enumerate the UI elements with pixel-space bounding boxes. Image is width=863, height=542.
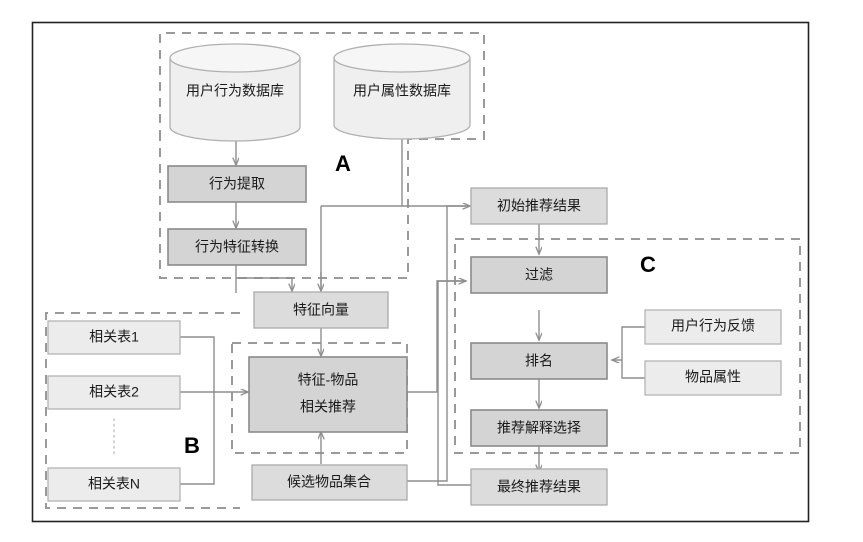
group-c-label: C	[640, 252, 656, 277]
node-user-behavior-feedback-label: 用户行为反馈	[671, 318, 755, 334]
group-b-label: B	[184, 433, 200, 458]
node-related-table-1[interactable]: 相关表1	[47, 320, 181, 355]
node-user-behavior-db[interactable]: 用户行为数据库	[169, 43, 301, 142]
node-feature-vector-label: 特征向量	[293, 302, 349, 318]
node-initial-recommend-result[interactable]: 初始推荐结果	[470, 187, 608, 225]
node-user-profile-db[interactable]: 用户属性数据库	[333, 43, 471, 140]
connector-db2-trunk	[401, 138, 470, 206]
node-feature-item-recommend-label-line2: 相关推荐	[300, 399, 356, 415]
connector-tablen	[180, 392, 215, 485]
group-b-boundary	[45, 312, 240, 509]
group-a-boundary	[159, 32, 485, 279]
node-filter-label: 过滤	[525, 267, 553, 283]
connector-transform-bus-to-vector	[236, 277, 292, 291]
node-user-profile-db-label: 用户属性数据库	[353, 83, 451, 99]
node-filter[interactable]: 过滤	[470, 256, 608, 294]
node-related-table-n-label: 相关表N	[88, 476, 140, 492]
node-item-attribute[interactable]: 物品属性	[644, 360, 782, 396]
node-feature-vector[interactable]: 特征向量	[253, 291, 389, 329]
node-related-table-n[interactable]: 相关表N	[47, 467, 181, 502]
node-related-table-2[interactable]: 相关表2	[47, 375, 181, 410]
figure-border	[31, 21, 810, 523]
node-behavior-feature-transform-label: 行为特征转换	[195, 239, 279, 255]
node-ranking-label: 排名	[525, 353, 553, 369]
node-user-behavior-feedback[interactable]: 用户行为反馈	[644, 309, 782, 345]
connector-core-to-filter	[407, 281, 466, 393]
node-final-recommend-result-label: 最终推荐结果	[497, 479, 581, 495]
node-related-table-1-label: 相关表1	[89, 329, 139, 345]
node-behavior-feature-transform[interactable]: 行为特征转换	[167, 228, 307, 266]
node-initial-recommend-result-label: 初始推荐结果	[497, 198, 581, 214]
node-recommend-explanation-select[interactable]: 推荐解释选择	[470, 409, 608, 447]
node-feature-item-recommend[interactable]: 特征-物品 相关推荐	[248, 356, 408, 433]
node-recommend-explanation-select-label: 推荐解释选择	[497, 420, 581, 436]
node-candidate-item-set-label: 候选物品集合	[287, 474, 371, 490]
node-item-attribute-label: 物品属性	[685, 369, 741, 385]
node-ranking[interactable]: 排名	[470, 342, 608, 380]
connector-feedback-to-ranking	[612, 326, 645, 360]
connector-table1	[180, 336, 215, 392]
connector-itemattr-to-ranking	[621, 360, 645, 379]
node-behavior-extract[interactable]: 行为提取	[167, 165, 307, 203]
node-final-recommend-result[interactable]: 最终推荐结果	[470, 468, 608, 506]
node-related-table-2-label: 相关表2	[89, 384, 139, 400]
connector-final-feedback-loop	[437, 280, 471, 486]
connector-candidate-to-initial	[407, 205, 466, 482]
node-behavior-extract-label: 行为提取	[209, 176, 265, 192]
node-candidate-item-set[interactable]: 候选物品集合	[251, 464, 408, 501]
group-c-boundary	[454, 238, 801, 454]
node-feature-item-recommend-label-line1: 特征-物品	[298, 372, 359, 388]
node-user-behavior-db-label: 用户行为数据库	[186, 83, 284, 99]
group-a-label: A	[335, 151, 351, 176]
